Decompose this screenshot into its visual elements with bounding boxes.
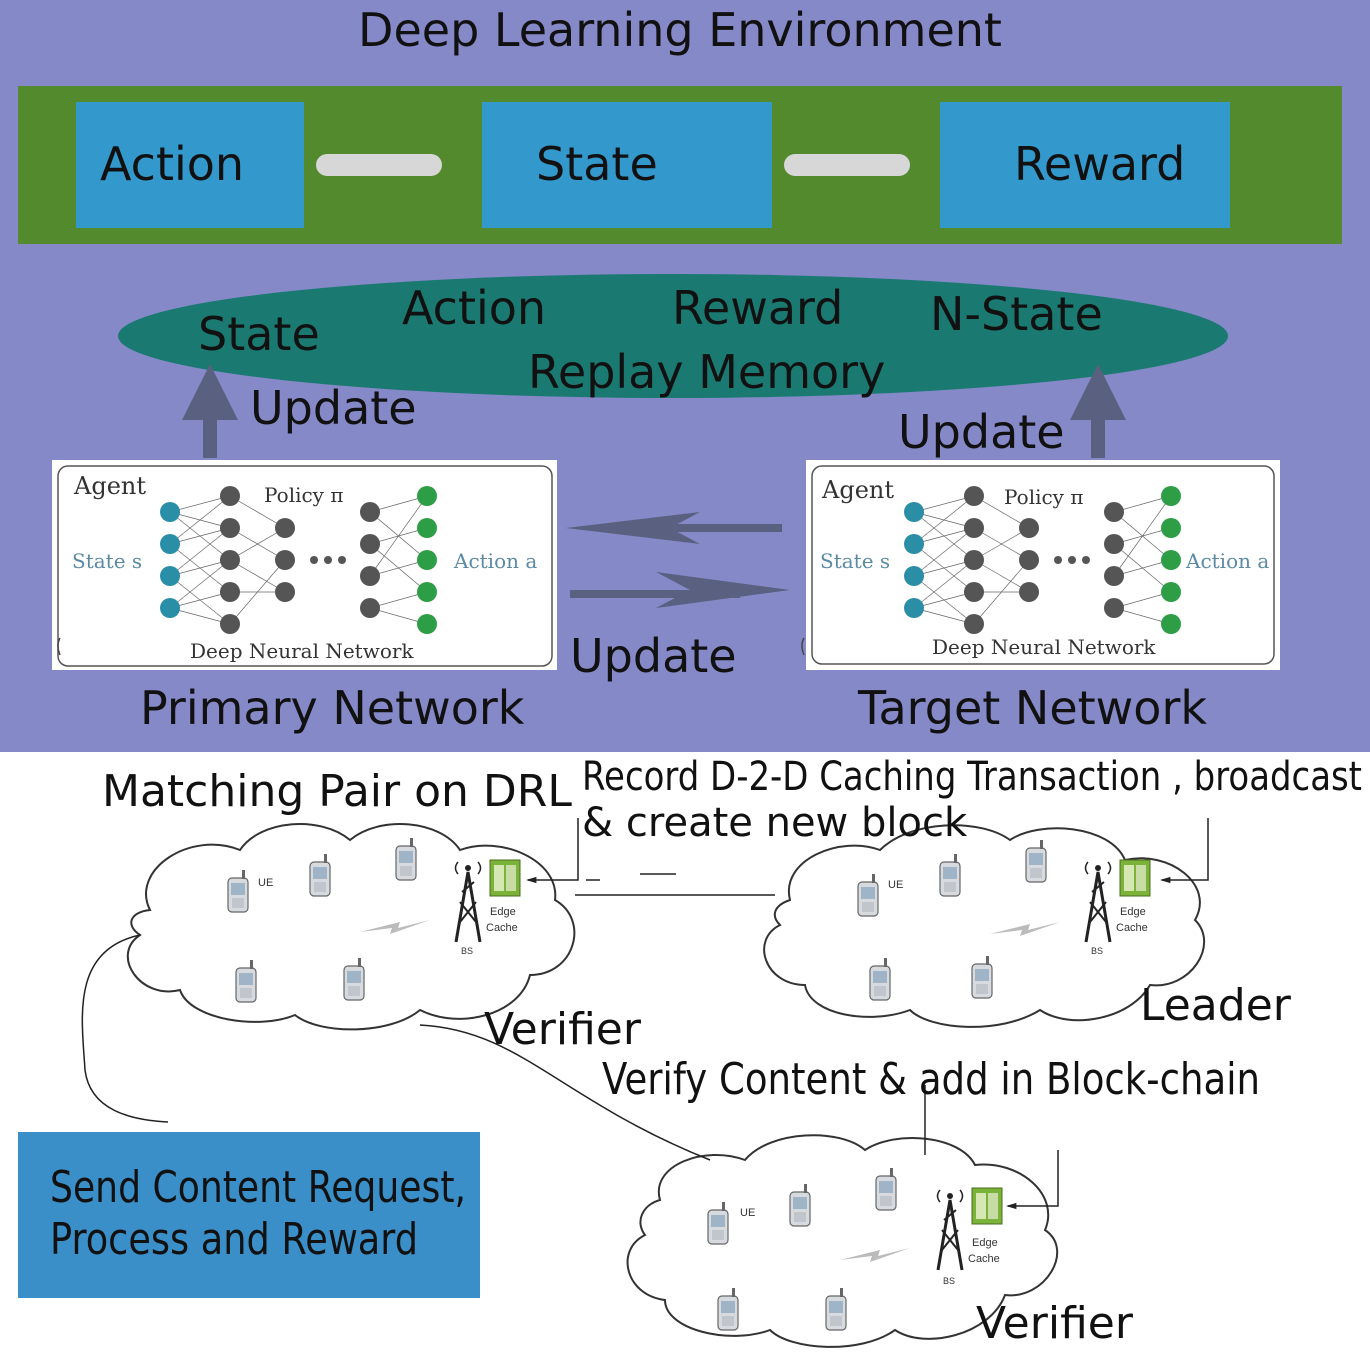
content-request-line-1: Send Content Request, xyxy=(50,1162,466,1213)
primary-action-label: Action a xyxy=(453,549,537,573)
target-agent-label: Agent xyxy=(821,476,894,504)
diagram-title: Deep Learning Environment xyxy=(358,3,1002,57)
verifier-label-2: Verifier xyxy=(976,1298,1134,1349)
edge-cache-label: Cache xyxy=(968,1253,1000,1265)
request-connector xyxy=(81,934,169,1123)
connector-state-reward xyxy=(784,154,910,176)
verifier-label-1: Verifier xyxy=(484,1004,642,1055)
primary-network-caption: Primary Network xyxy=(140,681,525,735)
target-state-label: State s xyxy=(820,549,890,573)
target-network-frame xyxy=(811,465,1275,665)
target-dnn-label: Deep Neural Network xyxy=(932,635,1156,659)
arrow-target-to-primary xyxy=(566,512,782,544)
record-arrow-cloud-1 xyxy=(525,818,579,884)
target-network-caption: Target Network xyxy=(857,681,1207,735)
replay-field-state: State xyxy=(198,307,320,361)
primary-dnn-label: Deep Neural Network xyxy=(190,639,414,663)
edge-cache-server-icon xyxy=(971,1187,1003,1225)
connector-action-state xyxy=(316,154,442,176)
edge-cache-label: Edge xyxy=(490,906,516,918)
primary-policy-label: Policy π xyxy=(264,483,343,507)
replay-memory-ellipse xyxy=(118,274,1228,398)
env-reward-label: Reward xyxy=(1014,137,1185,191)
ue-label: UE xyxy=(888,879,903,891)
env-state-box xyxy=(482,102,772,228)
matching-pair-label: Matching Pair on DRL xyxy=(102,766,572,817)
content-request-line-2: Process and Reward xyxy=(50,1214,418,1265)
edge-cache-label: Cache xyxy=(486,922,518,934)
bs-label: BS xyxy=(461,946,473,956)
target-network-panel xyxy=(806,460,1280,670)
env-action-label: Action xyxy=(100,137,244,191)
target-action-label: Action a xyxy=(1185,549,1269,573)
update-label-right: Update xyxy=(898,405,1065,459)
primary-agent-label: Agent xyxy=(73,472,146,500)
record-dash-marks xyxy=(586,873,676,881)
edge-cache-server-icon xyxy=(489,859,521,897)
primary-network-frame xyxy=(57,465,553,667)
cloud-link-1-3 xyxy=(419,1024,711,1161)
replay-field-nstate: N-State xyxy=(930,287,1103,341)
bs-label: BS xyxy=(943,1276,955,1286)
env-action-box xyxy=(76,102,304,228)
record-arrow-cloud-3 xyxy=(1005,1150,1059,1210)
replay-field-reward: Reward xyxy=(672,281,843,335)
arrow-primary-to-target xyxy=(570,572,790,608)
ue-label: UE xyxy=(740,1207,755,1219)
env-reward-box xyxy=(940,102,1230,228)
content-request-box xyxy=(18,1132,480,1298)
record-transaction-line-2: & create new block xyxy=(582,800,968,846)
env-state-label: State xyxy=(536,137,658,191)
edge-cache-label: Edge xyxy=(972,1237,998,1249)
edge-cache-label: Edge xyxy=(1120,906,1146,918)
bs-label: BS xyxy=(1091,946,1103,956)
replay-memory-label: Replay Memory xyxy=(528,345,885,399)
ue-label: UE xyxy=(258,877,273,889)
update-label-left: Update xyxy=(250,381,417,435)
edge-cache-label: Cache xyxy=(1116,922,1148,934)
target-policy-label: Policy π xyxy=(1004,485,1083,509)
record-arrow-cloud-2 xyxy=(1159,818,1209,884)
edge-cache-server-icon xyxy=(1119,859,1151,897)
network-cloud-3 xyxy=(626,1134,1059,1348)
update-label-between: Update xyxy=(570,629,737,683)
primary-network-panel xyxy=(52,460,557,670)
replay-field-action: Action xyxy=(402,281,546,335)
verify-content-label: Verify Content & add in Block-chain xyxy=(602,1054,1260,1105)
leader-label: Leader xyxy=(1140,980,1292,1031)
record-transaction-line-1: Record D-2-D Caching Transaction , broad… xyxy=(582,754,1362,800)
primary-state-label: State s xyxy=(72,549,142,573)
